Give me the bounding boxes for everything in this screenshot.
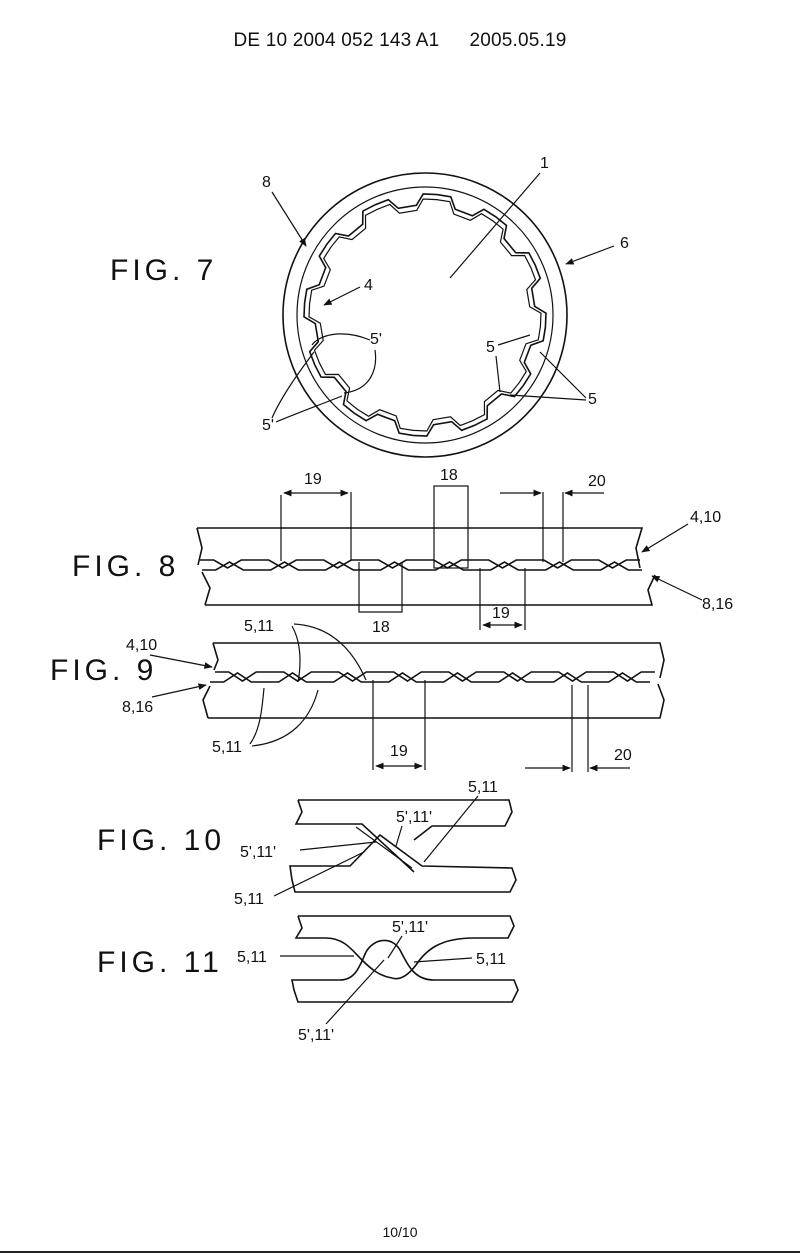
break-line bbox=[203, 686, 210, 718]
fig7-ref-6: 6 bbox=[620, 235, 629, 252]
fig9-ref-5-11-bottom: 5,11 bbox=[212, 739, 242, 756]
dimension-block-18 bbox=[434, 486, 468, 568]
outer-tube-inner-circle bbox=[297, 187, 553, 443]
fig11-ref-5prime-11prime-bottom: 5',11' bbox=[298, 1027, 334, 1044]
leader-line bbox=[326, 960, 384, 1024]
upper-part-outline bbox=[197, 528, 642, 568]
fig7-label: FIG. 7 bbox=[110, 254, 217, 287]
page-number: 10/10 bbox=[0, 1224, 800, 1240]
fig8-ref-18-bottom: 18 bbox=[372, 619, 390, 636]
fig11-ref-5-11-right: 5,11 bbox=[476, 951, 506, 968]
fig10-ref-5prime-11prime-left: 5',11' bbox=[240, 844, 276, 861]
outer-tube-circle bbox=[283, 173, 567, 457]
fig8-ref-4-10: 4,10 bbox=[690, 509, 721, 526]
leader-line bbox=[498, 335, 530, 345]
profile-outer-contour bbox=[304, 194, 546, 436]
lower-part-outline bbox=[205, 575, 655, 605]
leader-arrow bbox=[642, 524, 688, 552]
fig8-ref-18: 18 bbox=[440, 467, 458, 484]
fig9-ref-8-16: 8,16 bbox=[122, 699, 153, 716]
contact-line bbox=[356, 827, 412, 868]
fig7-ref-5prime-b: 5' bbox=[262, 417, 274, 434]
lower-part-outline bbox=[292, 940, 518, 1002]
fig9-ref-19: 19 bbox=[390, 743, 408, 760]
fig8-ref-20: 20 bbox=[588, 473, 606, 490]
figure-11: FIG. 11 5',11' 5,11 5,11 5',11' bbox=[97, 916, 518, 1044]
break-line bbox=[202, 572, 210, 605]
fig7-ref-8: 8 bbox=[262, 174, 271, 191]
leader-line bbox=[388, 936, 402, 958]
leader-line bbox=[300, 842, 376, 850]
leader-line bbox=[424, 796, 478, 862]
leader-arrow bbox=[150, 655, 212, 667]
fig10-ref-5-11-top: 5,11 bbox=[468, 779, 498, 796]
fig11-ref-5prime-11prime-top: 5',11' bbox=[392, 919, 428, 936]
fig10-ref-5prime-11prime-top: 5',11' bbox=[396, 809, 432, 826]
leader-line bbox=[396, 826, 402, 846]
figure-7: FIG. 7 1 4 5' 5' 5 5 6 8 bbox=[110, 155, 629, 457]
leader-line bbox=[250, 688, 264, 744]
leader-arrow bbox=[566, 246, 614, 264]
fig8-ref-19: 19 bbox=[304, 471, 322, 488]
fig7-ref-5prime-a: 5' bbox=[370, 331, 382, 348]
leader-arrow bbox=[152, 685, 206, 697]
fig7-ref-4: 4 bbox=[364, 277, 373, 294]
leader-line bbox=[276, 396, 342, 422]
leader-line bbox=[496, 356, 500, 392]
leader-arrow bbox=[272, 192, 306, 246]
fig11-label: FIG. 11 bbox=[97, 946, 223, 979]
lower-profile-line bbox=[202, 562, 642, 570]
leader-line bbox=[274, 852, 364, 896]
leader-arrow bbox=[652, 576, 702, 600]
lower-part-outline bbox=[208, 684, 664, 718]
page-edge-line bbox=[0, 1251, 800, 1253]
fig9-ref-4-10: 4,10 bbox=[126, 637, 157, 654]
leader-line bbox=[414, 958, 472, 962]
fig7-ref-5-b: 5 bbox=[588, 391, 597, 408]
fig9-label: FIG. 9 bbox=[50, 654, 157, 687]
leader-arrow bbox=[324, 287, 360, 305]
figure-8: FIG. 8 19 18 20 4,10 8,16 18 19 bbox=[72, 467, 733, 636]
leader-line bbox=[450, 173, 540, 278]
upper-profile-line bbox=[200, 560, 640, 568]
fig7-ref-1: 1 bbox=[540, 155, 549, 172]
leader-line bbox=[272, 352, 314, 418]
fig11-ref-5-11-left: 5,11 bbox=[237, 949, 267, 966]
upper-part-profile bbox=[296, 916, 392, 978]
lower-part-outline bbox=[290, 835, 516, 892]
fig10-ref-5-11-bottom: 5,11 bbox=[234, 891, 264, 908]
fig8-ref-19-bottom: 19 bbox=[492, 605, 510, 622]
fig10-label: FIG. 10 bbox=[97, 824, 225, 857]
profile-inner-contour bbox=[309, 199, 541, 431]
fig9-ref-20: 20 bbox=[614, 747, 632, 764]
fig8-ref-8-16: 8,16 bbox=[702, 596, 733, 613]
figure-10: FIG. 10 5,11 5',11' 5',11' 5,11 bbox=[97, 779, 516, 908]
break-line bbox=[213, 643, 218, 670]
leader-line bbox=[540, 352, 586, 398]
figure-9: FIG. 9 4,10 5,11 8,16 5,11 19 20 bbox=[50, 618, 664, 772]
fig8-label: FIG. 8 bbox=[72, 550, 179, 583]
fig7-ref-5-a: 5 bbox=[486, 339, 495, 356]
fig9-ref-5-11-top: 5,11 bbox=[244, 618, 274, 635]
